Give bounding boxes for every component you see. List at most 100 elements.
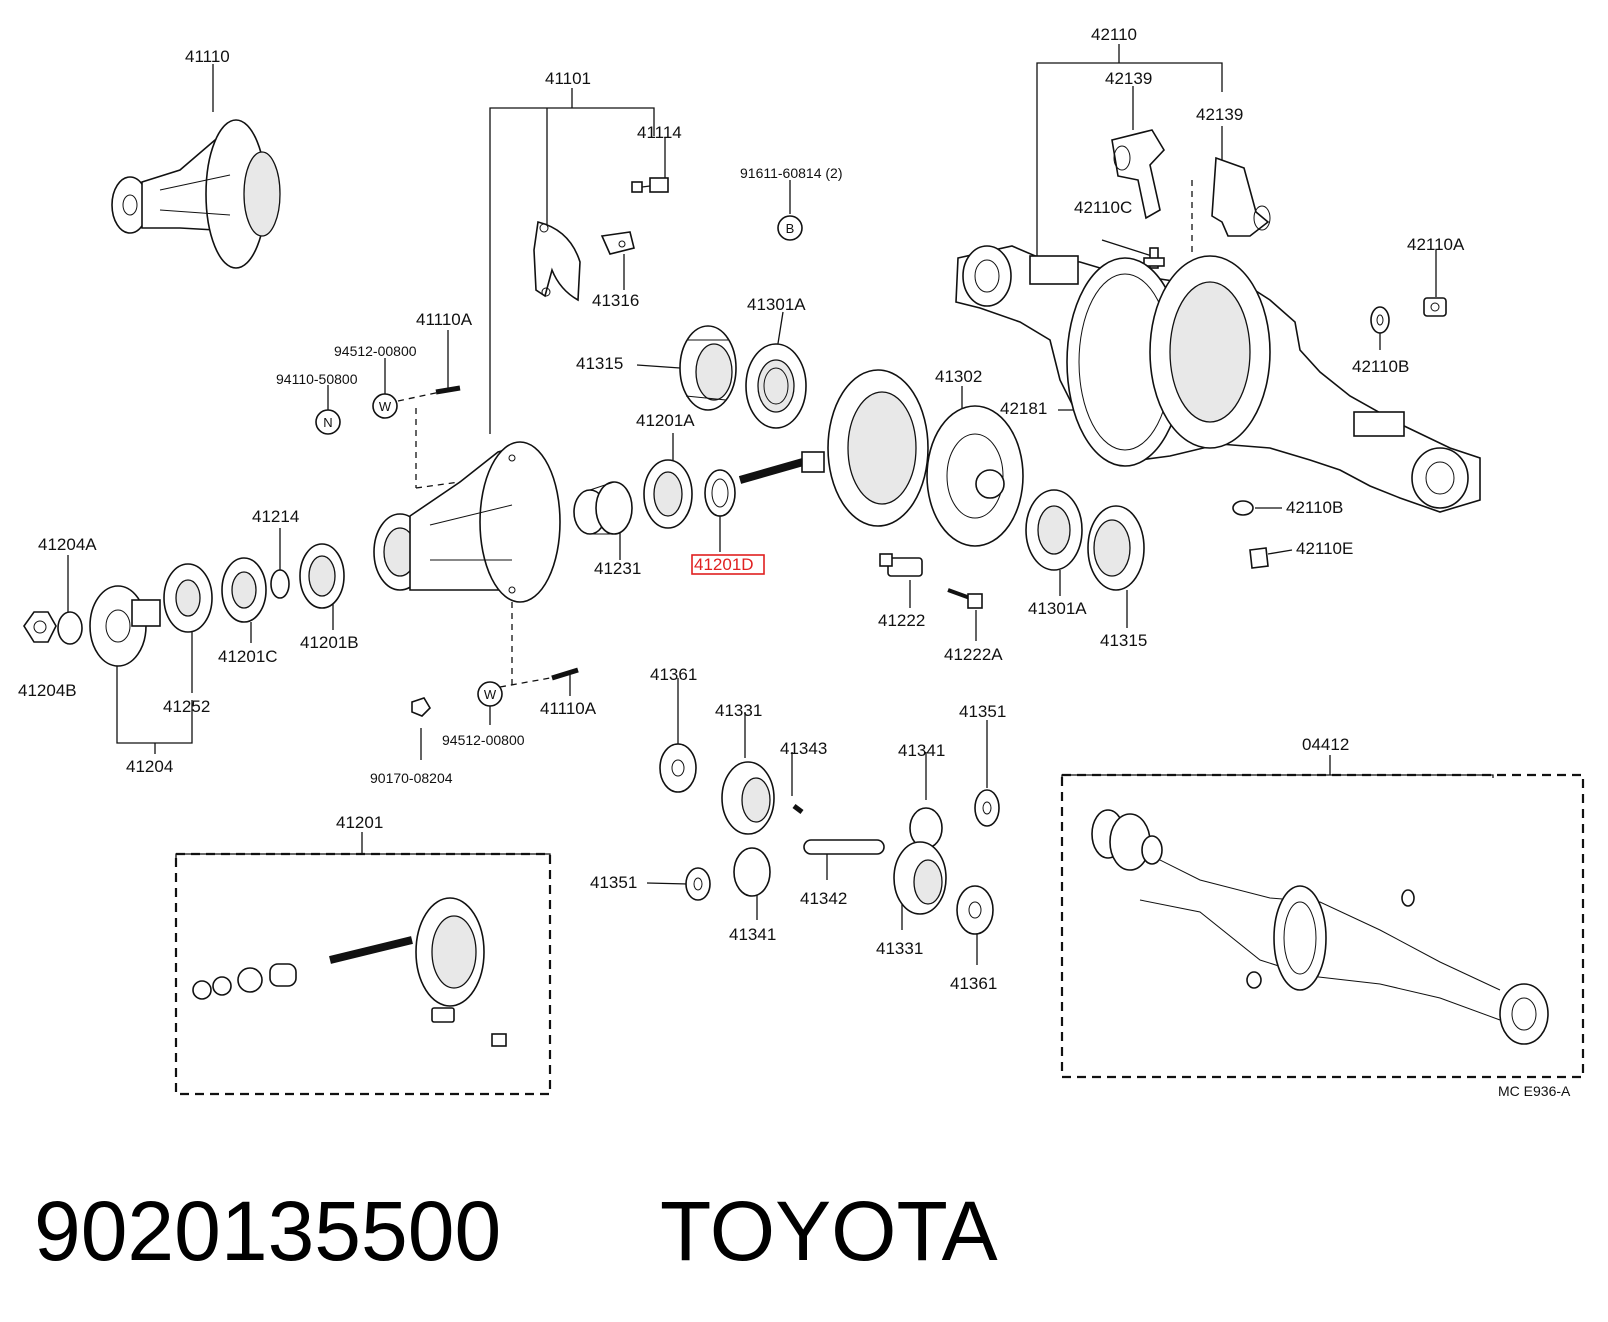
stud-41110A-top <box>435 385 461 395</box>
callout-labels: 41110 41101 41114 91611-60814 (2) 42110 … <box>18 25 1571 1099</box>
group-box-04412 <box>1060 773 1585 1079</box>
plug-42110E <box>1249 547 1269 569</box>
washer-42110B-mid <box>1232 500 1254 516</box>
callout-41214: 41214 <box>252 507 299 526</box>
callout-91611-60814: 91611-60814 (2) <box>740 165 842 181</box>
callout-42110C: 42110C <box>1074 198 1132 217</box>
carrier-assembly-41110 <box>111 119 281 269</box>
footer-part-number: 9020135500 <box>34 1184 501 1278</box>
callout-41351-bot: 41351 <box>590 873 637 892</box>
callout-42110B-top: 42110B <box>1352 357 1409 376</box>
washer-41361-top <box>659 743 697 793</box>
washer-41351-top <box>974 789 1000 827</box>
shaft-41342 <box>803 839 885 855</box>
bearing-41201A <box>643 459 693 529</box>
axle-housing-04412 <box>1091 809 1549 1045</box>
axle-housing-42110 <box>955 245 1481 513</box>
callout-94512-00800-top: 94512-00800 <box>334 343 417 359</box>
callout-41361-bot: 41361 <box>950 974 997 993</box>
callout-41315-top: 41315 <box>576 354 623 373</box>
highlight-box-41201D <box>691 554 765 575</box>
callout-42110: 42110 <box>1091 25 1137 44</box>
svg-text:B: B <box>786 221 795 236</box>
bearing-41301A-top <box>745 343 807 429</box>
ring-gear-pinion-41302 <box>738 369 1024 547</box>
callout-41302: 41302 <box>935 367 982 386</box>
washer-41351-bot <box>685 867 711 901</box>
callout-42110A-right: 42110A <box>1407 235 1465 254</box>
callout-41315-bot: 41315 <box>1100 631 1147 650</box>
symbol-w-top: W <box>372 393 398 419</box>
callout-41351-top: 41351 <box>959 702 1006 721</box>
callout-41316: 41316 <box>592 291 639 310</box>
symbol-b: B <box>777 215 803 241</box>
callout-41231: 41231 <box>594 559 641 578</box>
callout-41201A: 41201A <box>636 411 695 430</box>
callout-41114: 41114 <box>637 123 682 142</box>
lock-plate-41316 <box>600 231 635 255</box>
callout-41204A: 41204A <box>38 535 97 554</box>
bolt-41114 <box>631 177 669 193</box>
adjusting-nut-41315-bot <box>1087 505 1145 591</box>
callout-04412: 04412 <box>1302 735 1349 754</box>
bracket-42139-right <box>1211 156 1271 237</box>
svg-text:W: W <box>379 399 392 414</box>
leader-lines <box>67 44 1494 965</box>
callout-42181: 42181 <box>1000 399 1047 418</box>
callout-41201B: 41201B <box>300 633 359 652</box>
breather-42110C <box>1143 247 1165 269</box>
stud-41110A-bot <box>551 667 579 681</box>
callout-41301A-bot: 41301A <box>1028 599 1087 618</box>
reference-code: MC E936-A <box>1498 1083 1571 1099</box>
washer-41201D <box>704 469 736 517</box>
callout-41110: 41110 <box>185 47 230 66</box>
callout-42110E: 42110E <box>1296 539 1353 558</box>
flange-41204 <box>89 585 161 667</box>
sensor-41222 <box>879 553 923 577</box>
callout-41341-bot: 41341 <box>729 925 776 944</box>
bracket-42139-left <box>1111 129 1165 220</box>
pin-41343 <box>792 804 804 814</box>
svg-text:W: W <box>484 687 497 702</box>
adjusting-nut-41315-top <box>679 325 737 411</box>
bearing-41201B <box>299 543 345 609</box>
callout-94512-00800-bot: 94512-00800 <box>442 732 525 748</box>
kit-41201-contents <box>192 897 507 1047</box>
plug-90170 <box>411 697 432 717</box>
callout-41110A-bot: 41110A <box>540 699 597 718</box>
svg-text:N: N <box>323 415 332 430</box>
side-gear-41331-bot <box>893 841 947 915</box>
bolt-41222A <box>947 588 983 609</box>
bearing-41301A-bot <box>1025 489 1083 571</box>
callout-41252: 41252 <box>163 697 210 716</box>
callout-94110-50800: 94110-50800 <box>276 371 358 387</box>
callout-41342: 41342 <box>800 889 847 908</box>
callout-41331-top: 41331 <box>715 701 762 720</box>
differential-carrier-41101 <box>373 441 561 603</box>
group-box-41201 <box>174 852 552 1096</box>
pinion-gear-41341-bot <box>733 847 771 897</box>
callout-41101: 41101 <box>545 69 591 88</box>
callout-41110A-top: 41110A <box>416 310 473 329</box>
footer-brand: TOYOTA <box>660 1184 998 1278</box>
callout-41201D: 41201D <box>694 555 754 574</box>
washer-41214 <box>270 569 290 599</box>
callout-42139-right: 42139 <box>1196 105 1243 124</box>
callout-42139-left: 42139 <box>1105 69 1152 88</box>
spacer-41231 <box>573 481 633 535</box>
deflector-41252 <box>163 563 213 633</box>
nut-42110A <box>1423 297 1447 317</box>
washer-42110B-top <box>1370 306 1390 334</box>
callout-41222A: 41222A <box>944 645 1003 664</box>
callout-42110B-mid: 42110B <box>1286 498 1343 517</box>
symbol-w-bot: W <box>477 681 503 707</box>
callout-41361-top: 41361 <box>650 665 697 684</box>
callout-41222: 41222 <box>878 611 925 630</box>
washer-41204A <box>57 611 83 645</box>
callout-41343: 41343 <box>780 739 827 758</box>
bearing-41201C <box>221 557 267 623</box>
callout-41204B: 41204B <box>18 681 77 700</box>
side-gear-41331-top <box>721 761 775 835</box>
nut-41204B <box>23 611 57 643</box>
